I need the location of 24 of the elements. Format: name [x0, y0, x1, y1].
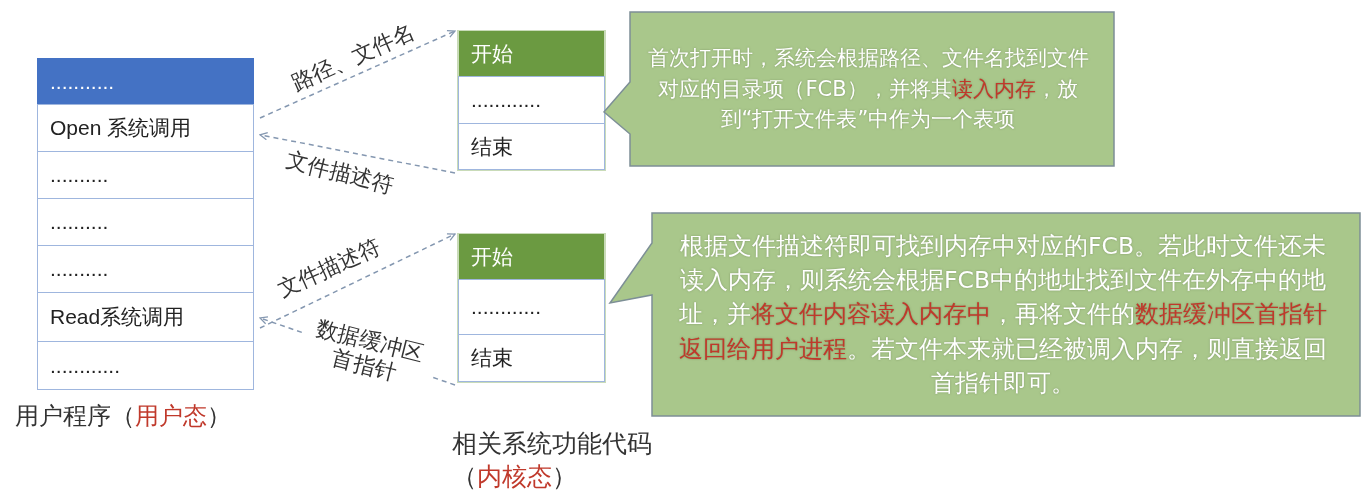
code-block: [458, 31, 605, 170]
callout-text: 根据文件描述符即可找到内存中对应的FCB。若此时文件还未读入内存，则系统会根据FCB中的地址找到文件在外存中的地址，并将文件内容读入内存中，再将文件的数据缓冲区首指针返回给用户进程。若文件本来就已经被调入内存，则直接返回首指针即可。: [678, 231, 1328, 399]
table-row: ............: [458, 76, 605, 124]
dashed-arrow: [259, 30, 456, 119]
table-row: Read系统调用: [37, 292, 254, 342]
table-row: ..........: [37, 245, 254, 293]
callout-box: [604, 12, 1114, 166]
table-row: ..........: [37, 198, 254, 246]
table-row: ............: [37, 341, 254, 390]
table-caption: 用户程序（用户态）: [15, 401, 232, 432]
block-caption: 相关系统功能代码（内核态）: [452, 428, 652, 493]
dashed-arrow: [259, 132, 456, 174]
table-row: 结束: [458, 334, 605, 382]
callout-box: [610, 213, 1360, 416]
table-row: Open 系统调用: [37, 104, 254, 152]
callout-text: 首次打开时，系统会根据路径、文件名找到文件对应的目录项（FCB），并将其读入内存，放到“打开文件表”中作为一个表项: [646, 45, 1090, 134]
table-row: ..........: [37, 151, 254, 199]
table-row: 结束: [458, 123, 605, 170]
code-block: [458, 234, 605, 382]
table-row: ............: [458, 279, 605, 335]
header-row: 开始: [458, 30, 605, 77]
header-row: 开始: [458, 233, 605, 280]
dashed-arrow: [259, 233, 456, 329]
header-row: ...........: [37, 58, 254, 105]
